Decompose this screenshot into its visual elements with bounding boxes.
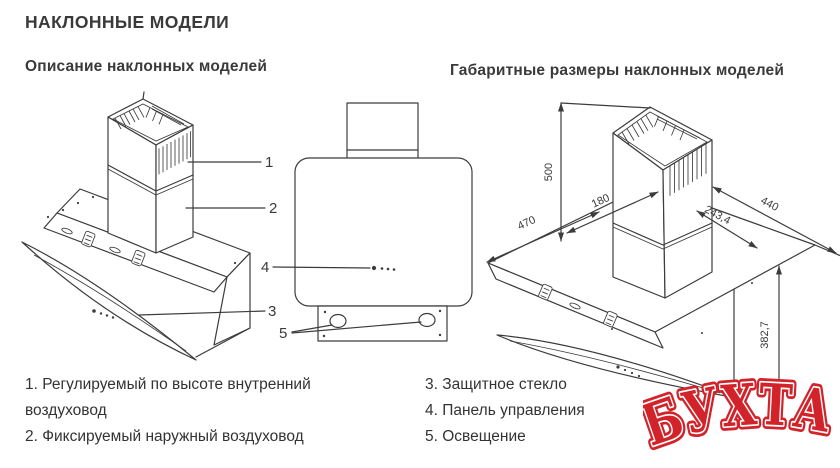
callout-5: 5 xyxy=(279,325,287,342)
dimensions-drawing: 500 470 180 440 243,4 382,7 xyxy=(486,102,840,400)
duct-vent-hatch-right xyxy=(621,115,701,145)
front-view-glass xyxy=(294,157,473,307)
hood-isometric-drawing xyxy=(21,91,251,361)
legend-item: 4. Панель управления xyxy=(425,402,585,419)
mounting-brackets xyxy=(61,227,146,267)
legend-item: 5. Освещение xyxy=(425,428,526,445)
mounting-brackets-right xyxy=(538,283,618,328)
duct-vent-hatch xyxy=(114,105,185,130)
glass-panel xyxy=(21,241,197,361)
lamp-ovals xyxy=(322,309,442,338)
dimensions-heading: Габаритные размеры наклонных моделей xyxy=(450,62,785,79)
description-heading: Описание наклонных моделей xyxy=(25,58,268,75)
dimension-glass-drop: 382,7 xyxy=(759,321,771,349)
callout-3: 3 xyxy=(268,303,276,320)
buhta-watermark-logo: БУХТА БУХТА xyxy=(643,367,840,465)
page-title: НАКЛОННЫЕ МОДЕЛИ xyxy=(25,12,230,32)
callout-1: 1 xyxy=(265,154,273,171)
duct-vent-slots xyxy=(158,131,191,175)
callout-4: 4 xyxy=(261,259,269,276)
dimension-chimney-height: 500 xyxy=(543,163,555,181)
callout-2: 2 xyxy=(269,200,277,217)
front-view-lamp-strip xyxy=(317,305,448,342)
legend-item: 3. Защитное стекло xyxy=(425,376,567,393)
front-view-chimney xyxy=(346,102,419,161)
hood-front-view xyxy=(294,102,473,342)
legend-right-column: 3. Защитное стекло 4. Панель управления … xyxy=(425,372,655,450)
legend-item: 1. Регулируемый по высоте внутренний воз… xyxy=(25,376,311,419)
glass-control-dots-right xyxy=(616,365,641,378)
glass-control-dots xyxy=(92,309,115,319)
legend-item: 2. Фиксируемый наружный воздуховод xyxy=(25,428,304,445)
legend-left-column: 1. Регулируемый по высоте внутренний воз… xyxy=(25,372,370,450)
hood-front-band-right xyxy=(487,262,664,349)
watermark-text: БУХТА xyxy=(643,371,837,460)
chimney-duct xyxy=(107,91,194,254)
dimension-depth: 470 xyxy=(516,214,538,233)
technical-drawings: 1 2 4 3 5 xyxy=(21,91,840,400)
callouts: 1 2 4 3 5 xyxy=(138,154,422,342)
duct-vent-slots-right xyxy=(669,143,707,196)
dimension-width: 440 xyxy=(758,195,780,214)
chimney-duct-right xyxy=(612,106,713,299)
control-panel-dots xyxy=(371,265,396,271)
